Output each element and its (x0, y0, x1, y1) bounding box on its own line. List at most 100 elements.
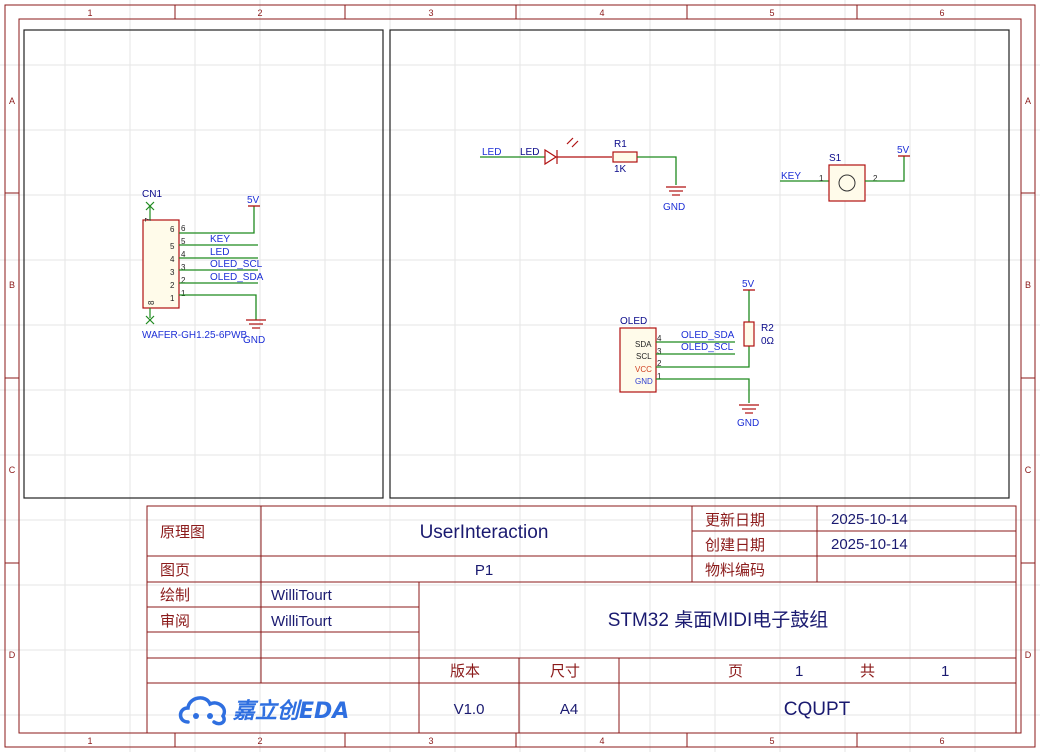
pin-number: 4 (657, 334, 662, 343)
page-name: P1 (475, 562, 493, 579)
column-label: 3 (428, 736, 433, 746)
jlc-eda-logo: 嘉立创EDA (178, 696, 349, 726)
pin-number: 4 (170, 255, 175, 264)
oled-pin-name: VCC (635, 365, 652, 374)
net-label: LED (482, 147, 501, 158)
company-name: CQUPT (784, 699, 851, 720)
column-label: 4 (599, 736, 604, 746)
page-number: 1 (795, 663, 803, 680)
connector-panel[interactable] (23, 29, 384, 499)
resistor-value: 0Ω (761, 336, 775, 347)
reviewed-by: WilliTourt (271, 613, 333, 630)
updated-label: 更新日期 (705, 511, 765, 529)
column-label: 6 (939, 736, 944, 746)
material-label: 物料编码 (705, 561, 765, 579)
pin-number: 6 (170, 225, 175, 234)
pin-number: 1 (181, 289, 186, 298)
svg-text:5V: 5V (897, 145, 910, 156)
column-label: 5 (769, 8, 774, 18)
net-label: OLED_SCL (681, 342, 734, 353)
pin-number: 2 (657, 359, 662, 368)
svg-text:5V: 5V (742, 279, 755, 290)
net-label: OLED_SDA (210, 272, 264, 283)
no-connect-icon (145, 308, 155, 325)
drawn-label: 绘制 (160, 586, 190, 604)
row-label: A (9, 96, 15, 106)
pin-number: 1 (819, 174, 824, 183)
drawn-by: WilliTourt (271, 587, 333, 604)
project-title: STM32 桌面MIDI电子鼓组 (608, 609, 829, 631)
column-label: 1 (87, 8, 92, 18)
oled-wires (656, 290, 750, 403)
mount-pin-label: 8 (147, 300, 156, 305)
total-pages: 1 (941, 663, 949, 680)
switch-s1[interactable]: S1 KEY 1 2 5V (780, 145, 910, 202)
mount-pin-label: 7 (144, 217, 153, 222)
resistor-value: 1K (614, 164, 627, 175)
switch-ref: S1 (829, 153, 842, 164)
pin-number: 2 (170, 281, 175, 290)
connector-part-label: WAFER-GH1.25-6PWB (142, 330, 248, 341)
size-label: 尺寸 (550, 662, 580, 680)
row-label: B (1025, 280, 1031, 290)
pin-number: 1 (657, 372, 662, 381)
no-connect-icon (145, 201, 155, 220)
oled-pin-name: GND (635, 377, 653, 386)
column-label: 2 (257, 8, 262, 18)
size-value: A4 (560, 701, 578, 718)
connector-body (142, 219, 180, 309)
row-label: D (9, 650, 16, 660)
ground-icon (739, 404, 759, 414)
created-label: 创建日期 (705, 536, 765, 554)
page-of-label: 页 (728, 662, 743, 680)
pin-number: 6 (181, 224, 186, 233)
connector-cn1[interactable]: CN1 7 8 6 5 4 3 2 1 6 5 4 3 2 1 (142, 189, 266, 346)
led-circuit[interactable]: LED LED R1 1K GND (480, 137, 686, 213)
pin-number: 1 (170, 294, 175, 303)
pin-number: 4 (181, 250, 186, 259)
ground-icon (246, 319, 266, 329)
column-labels-top: 1 2 3 4 5 6 (87, 8, 944, 18)
pin-number: 3 (170, 268, 175, 277)
oled-module[interactable]: OLED SDA SCL VCC GND 4 3 2 1 OLED_SDA OL… (619, 279, 775, 429)
schematic-name: UserInteraction (420, 522, 549, 543)
switch-icon (828, 164, 866, 202)
column-labels-bottom: 1 2 3 4 5 6 (87, 736, 944, 746)
net-label: LED (210, 247, 229, 258)
row-label: C (9, 465, 16, 475)
oled-pin-name: SDA (635, 340, 652, 349)
ground-label: GND (243, 335, 265, 346)
column-label: 3 (428, 8, 433, 18)
cloud-icon (178, 696, 226, 726)
ground-label: GND (737, 418, 759, 429)
net-label: OLED_SCL (210, 259, 263, 270)
column-label: 6 (939, 8, 944, 18)
row-label: C (1025, 465, 1032, 475)
net-label: OLED_SDA (681, 330, 735, 341)
pin-number: 2 (873, 174, 878, 183)
page-label: 图页 (160, 561, 190, 579)
net-label: KEY (210, 234, 230, 245)
power-5v-symbol: 5V (247, 195, 260, 207)
oled-pin-name: SCL (636, 352, 652, 361)
row-label: B (9, 280, 15, 290)
pin-number: 5 (181, 237, 186, 246)
power-5v-symbol: 5V (742, 279, 755, 291)
pin-number: 3 (657, 347, 662, 356)
row-labels-left: A B C D (9, 96, 16, 660)
net-label: KEY (781, 171, 801, 182)
logo-text: 嘉立创EDA (232, 698, 349, 724)
power-5v-symbol: 5V (897, 145, 910, 157)
column-label: 1 (87, 736, 92, 746)
led-icon (544, 137, 579, 166)
ground-icon (666, 186, 686, 196)
schematic-label: 原理图 (160, 523, 205, 541)
circuit-panel[interactable] (389, 29, 1010, 499)
resistor-ref: R2 (761, 323, 774, 334)
column-label: 2 (257, 736, 262, 746)
pin-number: 3 (181, 263, 186, 272)
column-label: 5 (769, 736, 774, 746)
review-label: 审阅 (160, 612, 190, 630)
column-label: 4 (599, 8, 604, 18)
